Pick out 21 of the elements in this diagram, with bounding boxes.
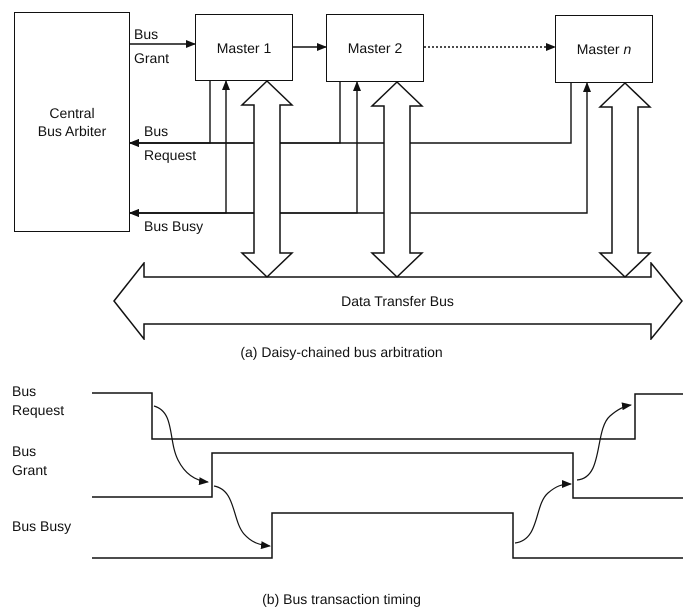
master-box: Master 1 — [195, 14, 293, 81]
master-box: Master 2 — [326, 14, 424, 82]
arbiter-box: Central Bus Arbiter — [14, 12, 130, 232]
edge-label: Bus Busy — [144, 217, 204, 236]
arrow — [129, 82, 591, 217]
signal-name: Bus Busy — [12, 517, 72, 536]
arrow — [424, 43, 556, 51]
caption: (b) Bus transaction timing — [262, 590, 421, 609]
edge-label: Bus Request — [144, 122, 198, 165]
master-box: Master n — [555, 15, 653, 83]
signal-name: Bus Grant — [12, 442, 48, 480]
arrow — [129, 83, 572, 147]
double-arrow — [598, 82, 652, 278]
edge-label: Bus Grant — [134, 25, 170, 68]
double-arrow — [240, 80, 294, 278]
arrow — [130, 40, 196, 48]
arrow — [293, 43, 327, 51]
caption: (a) Daisy-chained bus arbitration — [240, 343, 443, 362]
double-arrow — [370, 80, 424, 278]
bus-arrow: Data Transfer Bus — [112, 262, 683, 340]
signal-name: Bus Request — [12, 382, 66, 420]
